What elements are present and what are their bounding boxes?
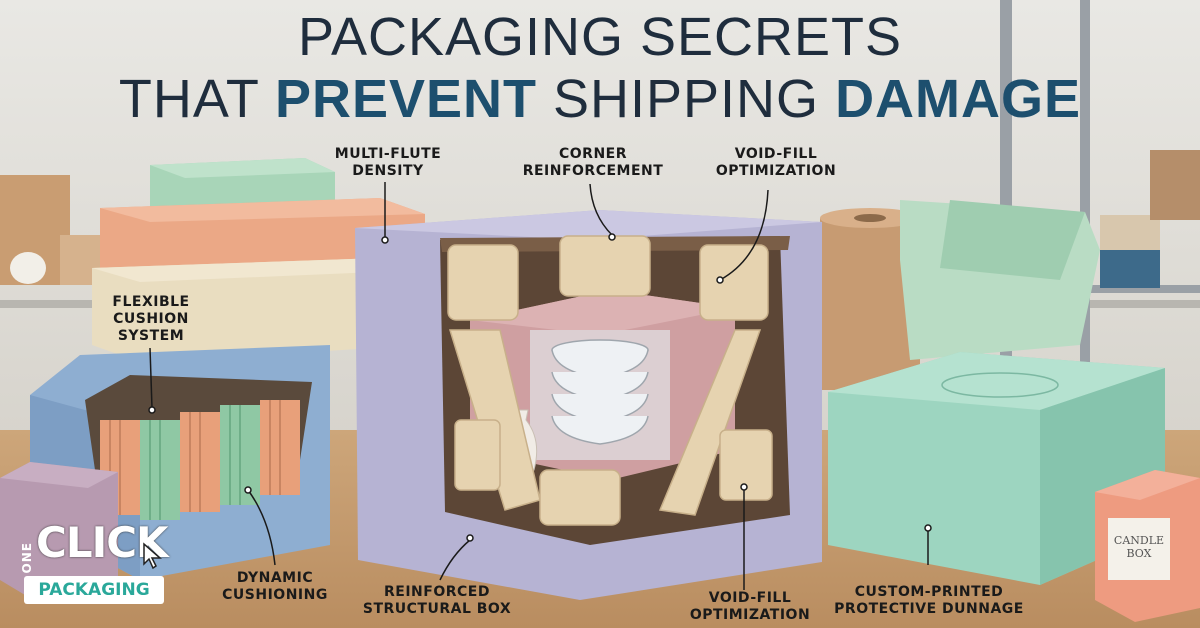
candle-label-line: BOX bbox=[1126, 547, 1152, 560]
label-flexible-cushion-system: FLEXIBLE CUSHION SYSTEM bbox=[86, 294, 216, 345]
label-reinforced-structural-box: REINFORCED STRUCTURAL BOX bbox=[352, 584, 522, 618]
glass-bowls bbox=[551, 339, 649, 445]
label-line: VOID-FILL bbox=[734, 146, 818, 162]
label-line: DENSITY bbox=[352, 163, 424, 179]
logo-packaging-text: PACKAGING bbox=[24, 576, 164, 604]
small-purple-box bbox=[0, 462, 118, 598]
open-green-box bbox=[900, 200, 1100, 360]
label-line: PROTECTIVE DUNNAGE bbox=[834, 601, 1024, 617]
label-multi-flute-density: MULTI-FLUTE DENSITY bbox=[318, 146, 458, 180]
headline-line-2: THAT PREVENT SHIPPING DAMAGE bbox=[0, 68, 1200, 130]
annotation-lines bbox=[148, 182, 932, 590]
headline-text: THAT bbox=[118, 69, 275, 129]
label-custom-printed-dunnage: CUSTOM-PRINTED PROTECTIVE DUNNAGE bbox=[834, 584, 1024, 618]
cursor-icon bbox=[143, 542, 162, 570]
headline-line-1: PACKAGING SECRETS bbox=[297, 7, 903, 67]
headline-emphasis-prevent: PREVENT bbox=[274, 69, 537, 129]
molded-pulp-cushions bbox=[447, 235, 773, 526]
label-line: CUSHIONING bbox=[222, 587, 328, 603]
headline-text: SHIPPING bbox=[537, 69, 836, 129]
custom-printed-box bbox=[828, 352, 1165, 585]
candle-label-line: CANDLE bbox=[1113, 534, 1165, 547]
headline-emphasis-damage: DAMAGE bbox=[835, 69, 1082, 129]
headline: PACKAGING SECRETS THAT PREVENT SHIPPING … bbox=[0, 6, 1200, 130]
label-corner-reinforcement: CORNER REINFORCEMENT bbox=[508, 146, 678, 180]
label-line: FLEXIBLE bbox=[112, 294, 190, 310]
label-void-fill-top: VOID-FILL OPTIMIZATION bbox=[706, 146, 846, 180]
reinforced-structural-box bbox=[355, 210, 822, 600]
label-line: CUSTOM-PRINTED bbox=[854, 584, 1004, 600]
label-line: STRUCTURAL BOX bbox=[362, 601, 512, 617]
brand-logo: ONE CLICK PACKAGING bbox=[10, 508, 170, 614]
stacked-boxes bbox=[92, 158, 425, 362]
label-line: REINFORCEMENT bbox=[522, 163, 664, 179]
label-line: SYSTEM bbox=[117, 328, 185, 344]
label-line: REINFORCED bbox=[384, 584, 490, 600]
label-line: MULTI-FLUTE bbox=[334, 146, 442, 162]
label-void-fill-bottom: VOID-FILL OPTIMIZATION bbox=[680, 590, 820, 624]
logo-one-text: ONE bbox=[20, 542, 34, 574]
label-line: CORNER bbox=[558, 146, 628, 162]
label-line: CUSHION bbox=[113, 311, 189, 327]
label-dynamic-cushioning: DYNAMIC CUSHIONING bbox=[210, 570, 340, 604]
label-line: VOID-FILL bbox=[708, 590, 792, 606]
label-line: DYNAMIC bbox=[236, 570, 314, 586]
label-line: OPTIMIZATION bbox=[715, 163, 837, 179]
label-line: OPTIMIZATION bbox=[689, 607, 811, 623]
